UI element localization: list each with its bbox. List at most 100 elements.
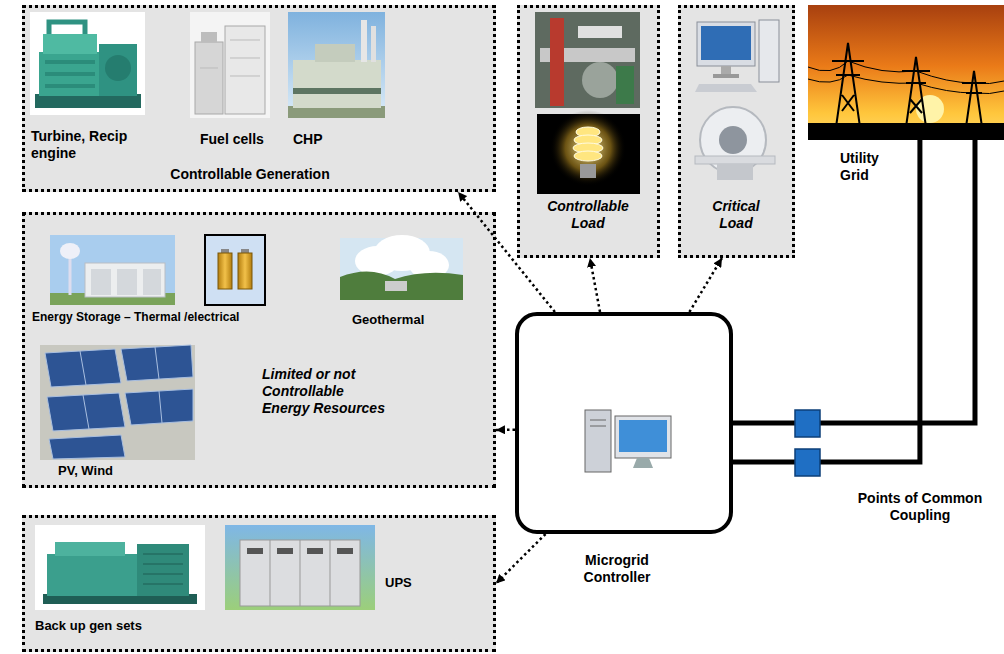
- art-part: [535, 12, 640, 108]
- art-part: [808, 75, 1004, 94]
- art-part: [45, 60, 95, 64]
- resource-group: Back up gen sets UPS: [22, 515, 496, 652]
- power-line: [733, 140, 920, 462]
- text-slot: Microgrid Controller: [562, 552, 672, 586]
- text-slot: Controllable Load: [538, 198, 638, 232]
- storage-picture: [50, 235, 175, 305]
- art-part: [230, 40, 260, 41]
- art-part: [580, 164, 596, 178]
- bulb-picture: [537, 110, 640, 194]
- art-part: [578, 26, 622, 38]
- art-part: [49, 22, 85, 34]
- art-part: [35, 525, 205, 610]
- turbine-picture: [30, 12, 145, 115]
- art-part: [615, 416, 671, 458]
- art-part: [590, 420, 606, 421]
- machinery-picture: [535, 12, 640, 108]
- pcc-switch: [795, 449, 820, 476]
- art-part: [717, 164, 753, 180]
- battery-icon: [205, 235, 265, 305]
- art-part: [337, 548, 353, 554]
- ups-picture: [225, 525, 375, 610]
- geothermal-picture: [340, 235, 463, 300]
- art-part: [340, 271, 463, 300]
- text-slot: Controllable Generation: [120, 166, 380, 183]
- art-part: [293, 88, 381, 94]
- art-part: [45, 84, 95, 88]
- art-part: [585, 410, 611, 472]
- resource-group: Energy Storage – Thermal /electrical Geot…: [22, 212, 496, 488]
- art-part: [371, 26, 376, 62]
- art-part: [307, 548, 323, 554]
- art-part: [45, 72, 95, 76]
- art-part: [962, 71, 986, 127]
- art-part: [190, 12, 270, 118]
- text-slot: Critical Load: [701, 198, 771, 232]
- art-part: [721, 66, 731, 74]
- resource-illustrations: [25, 215, 493, 485]
- caption-text: Back up gen sets: [35, 618, 205, 634]
- text-slot: CHP: [293, 131, 353, 148]
- caption-text: Critical Load: [701, 198, 771, 232]
- art-part: [43, 34, 97, 54]
- genset-picture: [35, 525, 205, 610]
- art-part: [695, 156, 775, 164]
- art-part: [832, 43, 864, 127]
- caption-text: Points of Common Coupling: [857, 490, 983, 524]
- art-part: [30, 12, 145, 115]
- art-part: [55, 542, 125, 556]
- caption-text: UPS: [385, 575, 445, 591]
- art-part: [247, 548, 263, 554]
- art-part: [80, 347, 162, 429]
- art-part: [230, 76, 260, 77]
- art-part: [49, 435, 125, 459]
- art-part: [60, 243, 80, 259]
- art-part: [143, 564, 183, 565]
- art-part: [582, 62, 618, 98]
- art-part: [361, 20, 367, 62]
- art-part: [225, 525, 375, 610]
- text-slot: Geothermal: [352, 312, 462, 328]
- grid-picture-box: Utility Grid: [808, 5, 1004, 140]
- text-slot: Back up gen sets: [35, 618, 205, 634]
- caption-text: Geothermal: [352, 312, 462, 328]
- control-link: [496, 534, 546, 584]
- text-slot: Points of Common Coupling: [857, 490, 983, 524]
- art-part: [288, 12, 385, 118]
- control-link: [689, 258, 722, 312]
- chp-plant-picture: [288, 12, 385, 118]
- art-part: [69, 255, 72, 295]
- power-line: [733, 140, 975, 423]
- text-slot: Fuel cells: [200, 131, 290, 148]
- text-slot: UPS: [385, 575, 445, 591]
- art-part: [50, 235, 175, 305]
- utility-grid-picture: [808, 5, 1004, 140]
- art-part: [916, 95, 944, 123]
- art-part: [550, 18, 564, 106]
- art-part: [300, 540, 301, 606]
- art-part: [719, 126, 747, 154]
- controller-box: Microgrid Controller: [515, 312, 733, 534]
- art-part: [99, 44, 137, 96]
- art-part: [808, 5, 1004, 140]
- art-part: [143, 269, 161, 295]
- art-part: [385, 281, 407, 291]
- art-part: [240, 540, 360, 606]
- caption-text: PV, Wind: [58, 463, 158, 479]
- text-slot: Energy Storage – Thermal /electrical: [32, 310, 332, 324]
- caption-text: Utility Grid: [840, 150, 898, 184]
- load-group: Controllable Load: [517, 5, 660, 258]
- art-part: [701, 26, 751, 60]
- caption-text: Fuel cells: [200, 131, 290, 148]
- caption-text: Turbine, Recip engine: [31, 128, 149, 162]
- art-part: [270, 540, 271, 606]
- art-part: [315, 44, 355, 62]
- fuel-cell-picture: [190, 12, 270, 118]
- art-part: [91, 269, 111, 295]
- caption-text: Microgrid Controller: [562, 552, 672, 586]
- pcc-switch: [795, 410, 820, 437]
- art-part: [590, 426, 606, 427]
